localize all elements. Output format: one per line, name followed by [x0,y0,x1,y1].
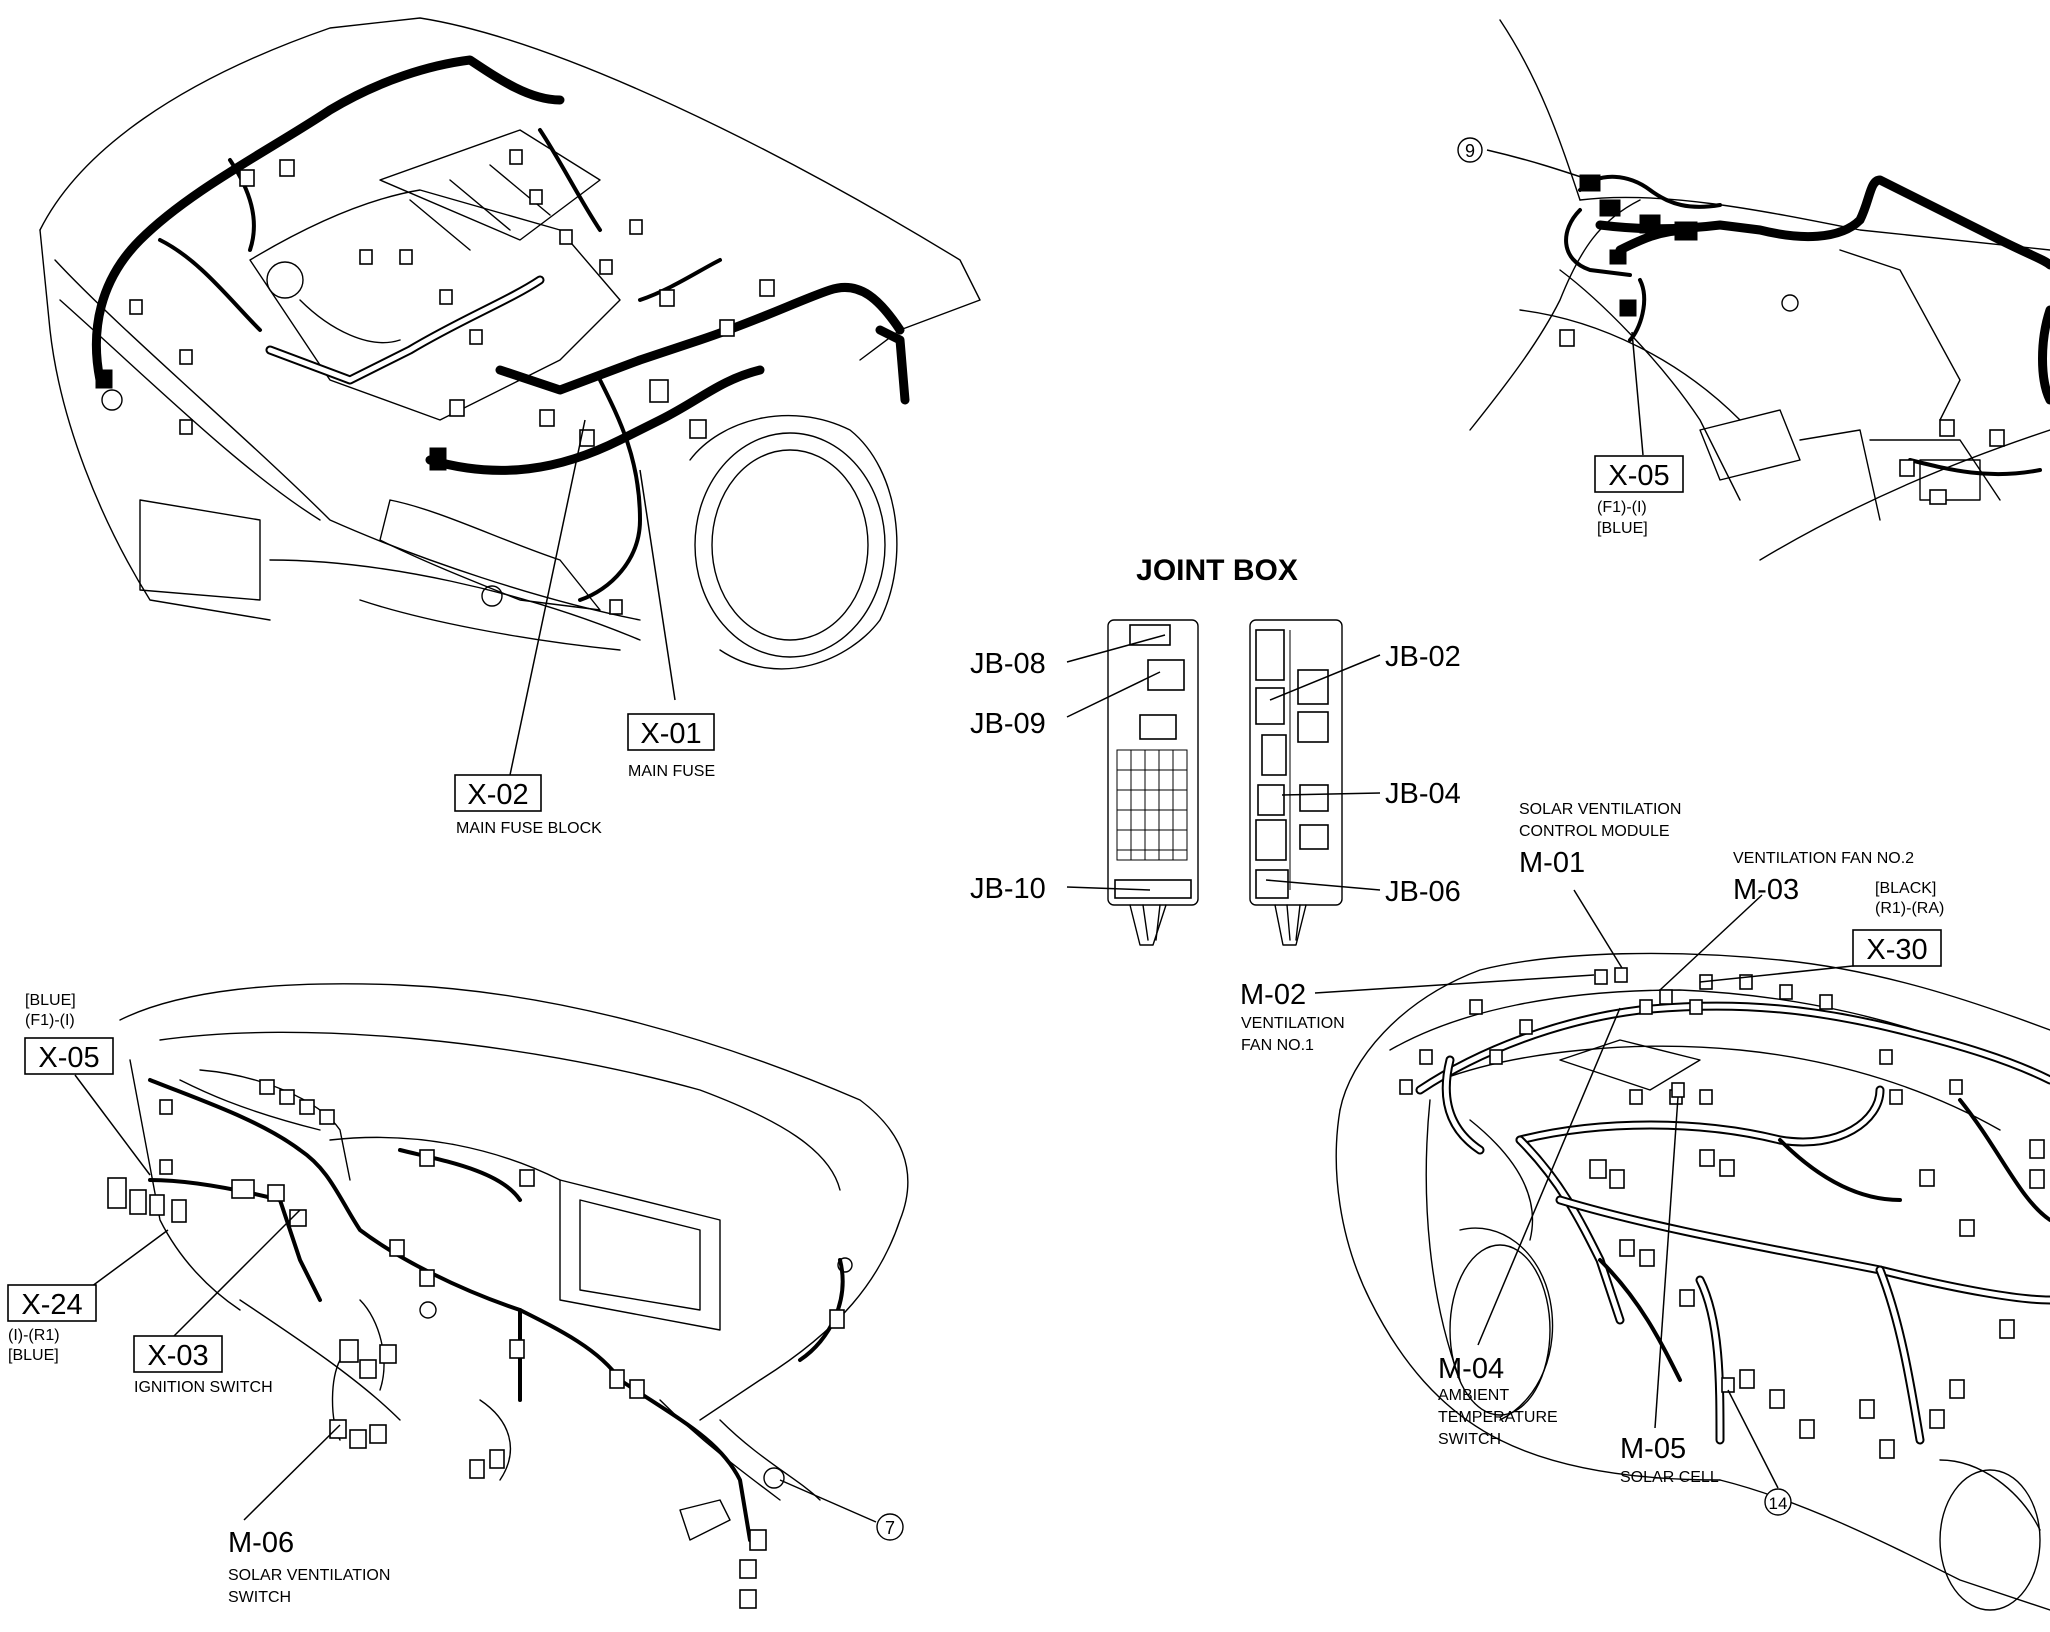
m02-desc1: VENTILATION [1241,1015,1345,1032]
joint-box-view: JOINT BOX JB-08 [970,554,1461,946]
x05-dash-spec: (F1)-(I) [25,1012,75,1029]
jb06-label: JB-06 [1385,876,1461,908]
x30-spec: (R1)-(RA) [1875,900,1944,917]
callout-14: 14 [1769,1494,1788,1513]
m04-desc2: TEMPERATURE [1438,1409,1558,1426]
x03-desc: IGNITION SWITCH [134,1379,273,1396]
x02-desc: MAIN FUSE BLOCK [456,820,602,837]
connector-x02: X-02 MAIN FUSE BLOCK [454,774,602,837]
x30-color: [BLACK] [1875,880,1936,897]
x24-spec: (I)-(R1) [8,1327,60,1344]
x05-top-spec: (F1)-(I) [1597,499,1647,516]
m05-desc: SOLAR CELL [1620,1469,1719,1486]
connector-x01: X-01 MAIN FUSE [627,713,715,780]
x05-top-code: X-05 [1608,460,1669,492]
m03-desc: VENTILATION FAN NO.2 [1733,850,1914,867]
x05-dash-code: X-05 [38,1042,99,1074]
m01-desc1: SOLAR VENTILATION [1519,801,1681,818]
m06-desc1: SOLAR VENTILATION [228,1567,390,1584]
callout-9: 9 [1465,141,1475,161]
x02-code: X-02 [467,779,528,811]
m05-code: M-05 [1620,1433,1686,1465]
x01-code: X-01 [640,718,701,750]
m02-code: M-02 [1240,979,1306,1011]
m02-desc2: FAN NO.1 [1241,1037,1314,1054]
engine-bay-view [39,17,981,776]
x24-color: [BLUE] [8,1347,59,1364]
jb04-label: JB-04 [1385,778,1461,810]
jb02-label: JB-02 [1385,641,1461,673]
joint-box-title: JOINT BOX [1136,554,1298,587]
jb09-label: JB-09 [970,708,1046,740]
jb08-label: JB-08 [970,648,1046,680]
x24-code: X-24 [21,1289,82,1321]
m04-desc3: SWITCH [1438,1431,1501,1448]
m06-desc2: SWITCH [228,1589,291,1606]
x05-top-color: [BLUE] [1597,520,1648,537]
callout-7: 7 [885,1518,895,1538]
interior-top-view: 9 X-05 (F1)-(I) [BLUE] [1457,19,2050,561]
m04-code: M-04 [1438,1353,1504,1385]
m03-code: M-03 [1733,874,1799,906]
m01-desc2: CONTROL MODULE [1519,823,1670,840]
body-view: SOLAR VENTILATION CONTROL MODULE M-01 VE… [1240,801,2050,1611]
x01-desc: MAIN FUSE [628,763,715,780]
m01-code: M-01 [1519,847,1585,879]
x03-code: X-03 [147,1340,208,1372]
jb10-label: JB-10 [970,873,1046,905]
m04-desc1: AMBIENT [1438,1387,1509,1404]
dashboard-view: [BLUE] (F1)-(I) X-05 X-24 (I)-(R1) [BLUE… [7,983,909,1609]
x05-dash-color: [BLUE] [25,992,76,1009]
x30-code: X-30 [1866,934,1927,966]
m06-code: M-06 [228,1527,294,1559]
